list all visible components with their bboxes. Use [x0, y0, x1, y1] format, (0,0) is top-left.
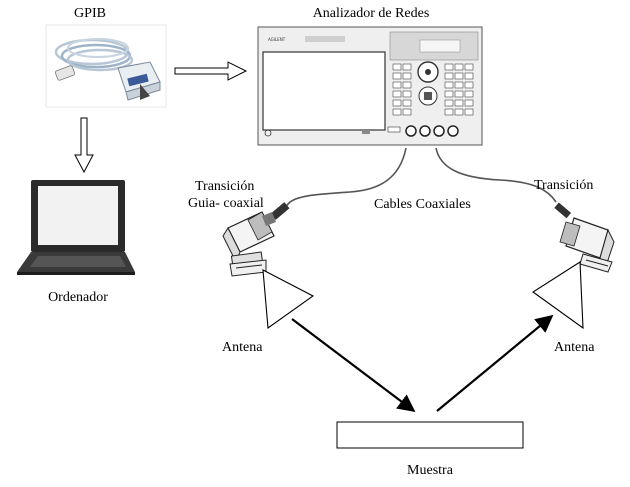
arrow-gpib-to-computer	[74, 117, 94, 174]
transition-left-label-line2: Guia- coaxial	[188, 196, 264, 211]
reflected-wave-arrow	[436, 314, 554, 412]
incident-wave-arrow	[291, 318, 416, 413]
gpib-adapter-image	[45, 24, 167, 108]
coax-cables-label: Cables Coaxiales	[374, 197, 471, 212]
laptop-image	[17, 180, 135, 275]
arrow-gpib-to-analyzer	[174, 61, 248, 81]
network-analyzer-label: Analizador de Redes	[312, 6, 430, 21]
right-antenna-triangle	[532, 261, 584, 330]
sample-block	[336, 421, 524, 449]
svg-text:AGILENT: AGILENT	[268, 37, 286, 42]
computer-label: Ordenador	[48, 290, 108, 305]
network-analyzer-image: AGILENT	[257, 26, 483, 146]
transition-right-label: Transición	[534, 178, 594, 193]
transition-left-label-line1: Transición	[195, 179, 255, 194]
right-transition-image	[554, 202, 615, 273]
sample-label: Muestra	[407, 463, 453, 478]
left-transition-image	[222, 202, 290, 277]
gpib-label: GPIB	[74, 6, 106, 21]
antenna-left-label: Antena	[222, 340, 263, 355]
antenna-right-label: Antena	[554, 340, 595, 355]
left-antenna-triangle	[262, 269, 315, 330]
